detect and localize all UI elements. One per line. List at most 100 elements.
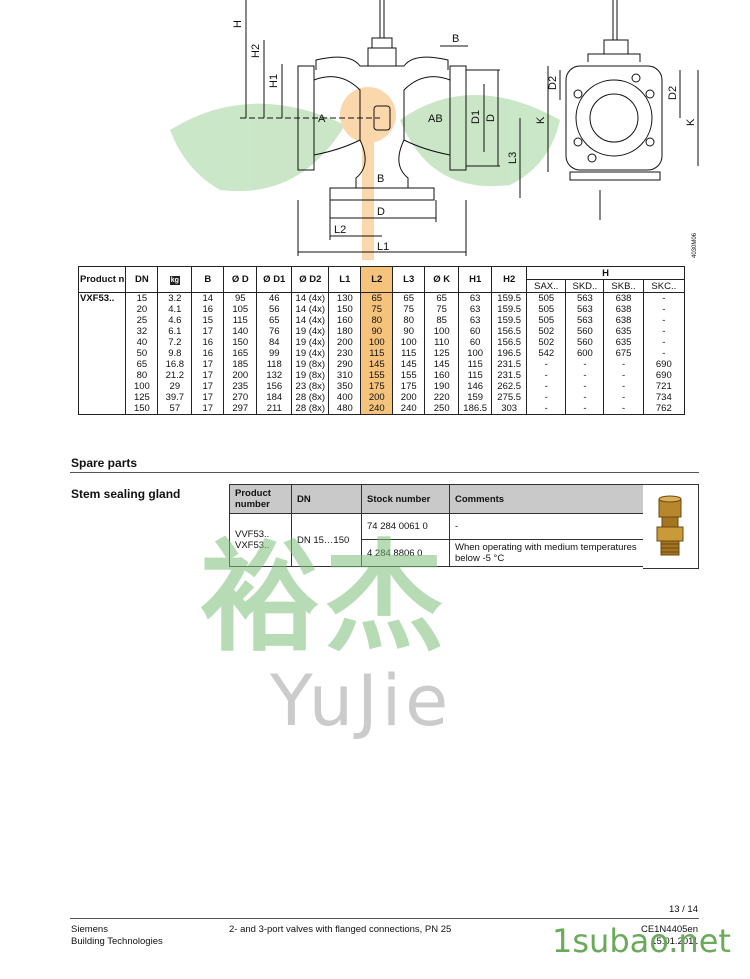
table-cell: 502 [526, 337, 567, 348]
table-cell: 231.5 [491, 359, 528, 370]
table-cell: 159.5 [491, 304, 528, 315]
table-cell: 100 [360, 337, 394, 348]
dim-label-D1: D1 [470, 110, 482, 124]
port-label-B: B [377, 173, 384, 185]
product-number-cell [77, 315, 127, 326]
table-cell: 150 [223, 337, 258, 348]
table-cell: 17 [191, 359, 225, 370]
table-cell: 721 [642, 381, 686, 392]
table-cell: 638 [603, 304, 644, 315]
table-cell: 638 [603, 292, 644, 304]
table-cell: 235 [223, 381, 258, 392]
weight-kg-icon: kg [169, 276, 180, 285]
dim-label-K-side: K [535, 116, 547, 124]
table-cell: 115 [458, 370, 493, 381]
table-cell: 4.1 [157, 304, 193, 315]
table-cell: 560 [565, 337, 605, 348]
table-cell: 20 [125, 304, 159, 315]
table-cell: 65 [125, 359, 159, 370]
table-cell: 63 [458, 292, 493, 304]
gland-image-cell [643, 484, 699, 569]
dim-label-D: D [485, 114, 497, 122]
table-cell: 115 [392, 348, 426, 359]
dim-label-L1: L1 [377, 241, 389, 253]
table-cell: - [642, 337, 686, 348]
port-label-A: A [318, 113, 326, 125]
header-h-skd: SKD.. [565, 279, 605, 293]
product-number-cell [77, 370, 127, 381]
table-cell: 95 [223, 292, 258, 304]
table-cell: 75 [424, 304, 460, 315]
table-cell: 250 [424, 403, 460, 415]
table-cell: 297 [223, 403, 258, 415]
table-cell: 762 [642, 403, 686, 415]
table-cell: 480 [328, 403, 362, 415]
table-cell: - [565, 381, 605, 392]
table-cell: 734 [642, 392, 686, 403]
table-cell: 200 [223, 370, 258, 381]
dim-label-K-right: K [685, 118, 697, 126]
table-cell: - [526, 381, 567, 392]
table-cell: 220 [424, 392, 460, 403]
table-cell: 160 [328, 315, 362, 326]
table-cell: 110 [424, 337, 460, 348]
table-cell: 635 [603, 337, 644, 348]
table-cell: 80 [125, 370, 159, 381]
table-cell: - [642, 348, 686, 359]
table-cell: 17 [191, 326, 225, 337]
table-cell: - [642, 326, 686, 337]
table-cell: - [642, 304, 686, 315]
table-cell: 505 [526, 315, 567, 326]
table-cell: 600 [565, 348, 605, 359]
table-cell: 65 [424, 292, 460, 304]
table-cell: - [565, 392, 605, 403]
table-cell: 32 [125, 326, 159, 337]
table-cell: 690 [642, 359, 686, 370]
table-cell: 75 [392, 304, 426, 315]
spare-stock-number-2: 4 284 8806 0 [361, 539, 450, 567]
table-cell: 175 [392, 381, 426, 392]
table-cell: 100 [458, 348, 493, 359]
spare-parts-table: Product number DN Stock number Comments … [229, 484, 645, 567]
table-cell: 675 [603, 348, 644, 359]
spare-dn: DN 15…150 [291, 513, 362, 567]
table-cell: 16 [191, 337, 225, 348]
product-number-cell [77, 381, 127, 392]
header-dn: DN [125, 266, 159, 293]
table-cell: 230 [328, 348, 362, 359]
spare-comment-1: - [449, 513, 645, 540]
dim-label-L3: L3 [507, 152, 519, 164]
watermark-leaf-logo [170, 87, 560, 260]
table-cell: 16 [191, 348, 225, 359]
table-cell: 184 [256, 392, 293, 403]
dim-label-H1: H1 [268, 74, 280, 88]
table-cell: 25 [125, 315, 159, 326]
table-cell: 90 [360, 326, 394, 337]
table-cell: 211 [256, 403, 293, 415]
dim-label-D2-right: D2 [667, 86, 679, 100]
header-weight: kg [157, 266, 193, 293]
header-h1: H1 [458, 266, 493, 293]
header-b: B [191, 266, 225, 293]
table-cell: 115 [458, 359, 493, 370]
table-cell: 84 [256, 337, 293, 348]
table-cell: 118 [256, 359, 293, 370]
table-cell: - [526, 403, 567, 415]
product-number-cell [77, 337, 127, 348]
table-cell: - [526, 392, 567, 403]
table-cell: 19 (8x) [291, 370, 330, 381]
header-l3: L3 [392, 266, 426, 293]
table-cell: 99 [256, 348, 293, 359]
table-cell: 85 [424, 315, 460, 326]
table-cell: 9.8 [157, 348, 193, 359]
page-number: 13 / 14 [668, 904, 698, 915]
table-cell: 270 [223, 392, 258, 403]
table-cell: 19 (4x) [291, 348, 330, 359]
dimensions-table: Product number DN kg B Ø D Ø D1 Ø D2 L1 … [77, 266, 686, 415]
port-label-AB: AB [428, 113, 443, 125]
table-cell: 29 [157, 381, 193, 392]
